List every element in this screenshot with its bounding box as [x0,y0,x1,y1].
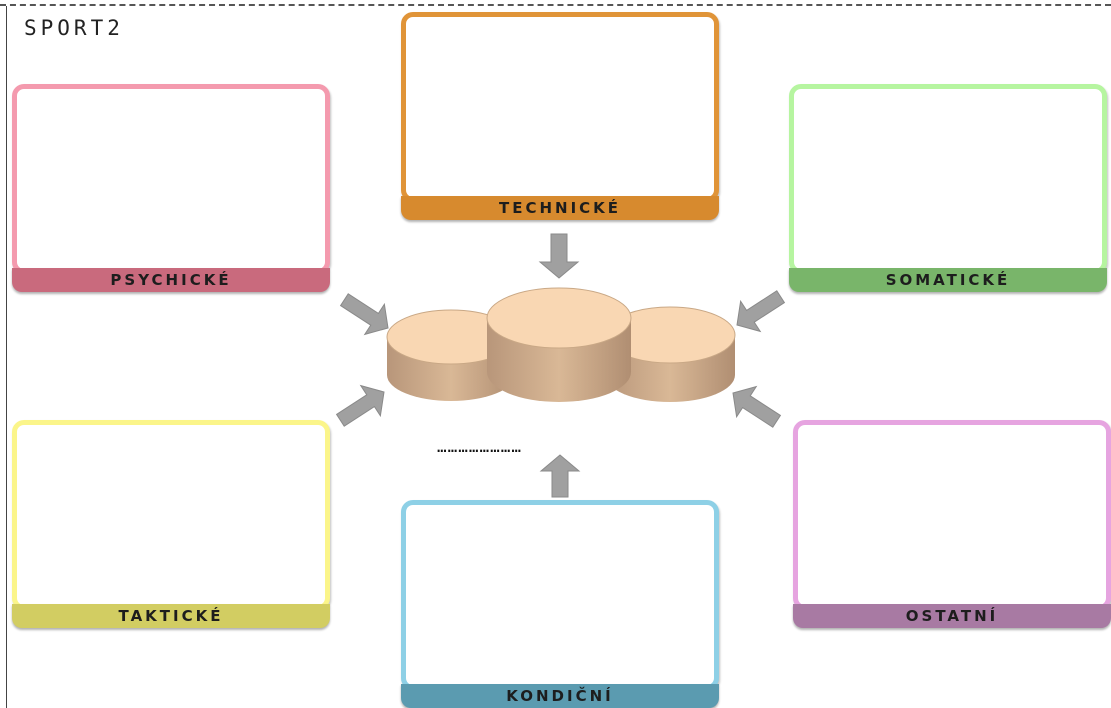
panel-frame [793,420,1111,610]
arrow-from-ostatni-icon [732,385,782,428]
panel-takticke: TAKTICKÉ [12,420,330,628]
panel-label: TECHNICKÉ [401,196,719,220]
left-margin-line [6,6,7,708]
arrow-from-somaticke-icon [736,290,786,333]
arrow-from-psychicke-icon [339,293,389,336]
panel-frame [12,84,330,274]
panel-somaticke: SOMATICKÉ [789,84,1107,292]
panel-kondicni: KONDIČNÍ [401,500,719,708]
arrow-up-from-kondicni-icon [539,454,581,498]
panel-frame [12,420,330,610]
disc-middle [486,287,632,402]
panel-ostatni: OSTATNÍ [793,420,1111,628]
page-label: SPORT2 [24,16,124,40]
panel-label: KONDIČNÍ [401,684,719,708]
panel-technicke: TECHNICKÉ [401,12,719,220]
disc-left [386,309,516,401]
disc-right [604,306,736,402]
dashed-top-border [0,4,1111,6]
arrow-down-from-technicke-icon [538,233,580,279]
panel-label: TAKTICKÉ [12,604,330,628]
panel-label: OSTATNÍ [793,604,1111,628]
panel-label: SOMATICKÉ [789,268,1107,292]
panel-label: PSYCHICKÉ [12,268,330,292]
panel-frame [789,84,1107,274]
center-answer-blank: …………………… [437,437,523,456]
center-discs-icon [386,287,736,402]
panel-psychicke: PSYCHICKÉ [12,84,330,292]
arrow-from-takticke-icon [335,384,385,427]
